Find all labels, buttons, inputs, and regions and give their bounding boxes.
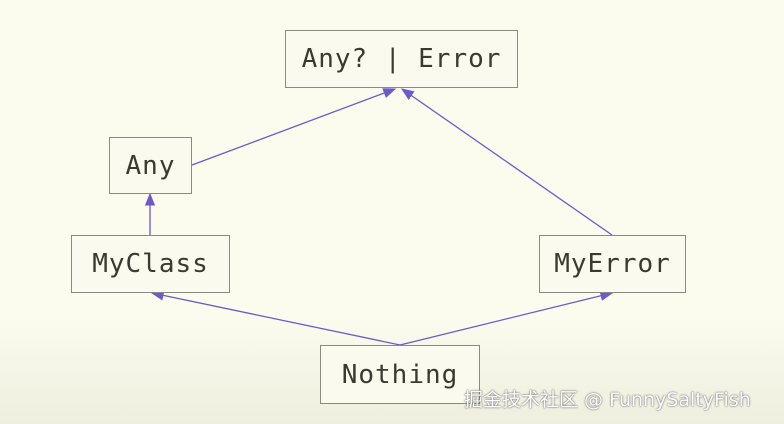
node-myerror: MyError [539,235,686,293]
edge-nothing-to-myclass [150,290,401,346]
edge-any-to-top [191,88,397,166]
edge-myerror-to-top [400,88,613,236]
node-any: Any [109,137,192,194]
edge-nothing-to-myerror [399,290,614,346]
watermark: 掘金技术社区 @ FunnySaltyFish [464,389,751,411]
node-any-or-error: Any? | Error [285,30,518,88]
node-nothing: Nothing [320,345,480,404]
node-myclass: MyClass [71,235,230,293]
